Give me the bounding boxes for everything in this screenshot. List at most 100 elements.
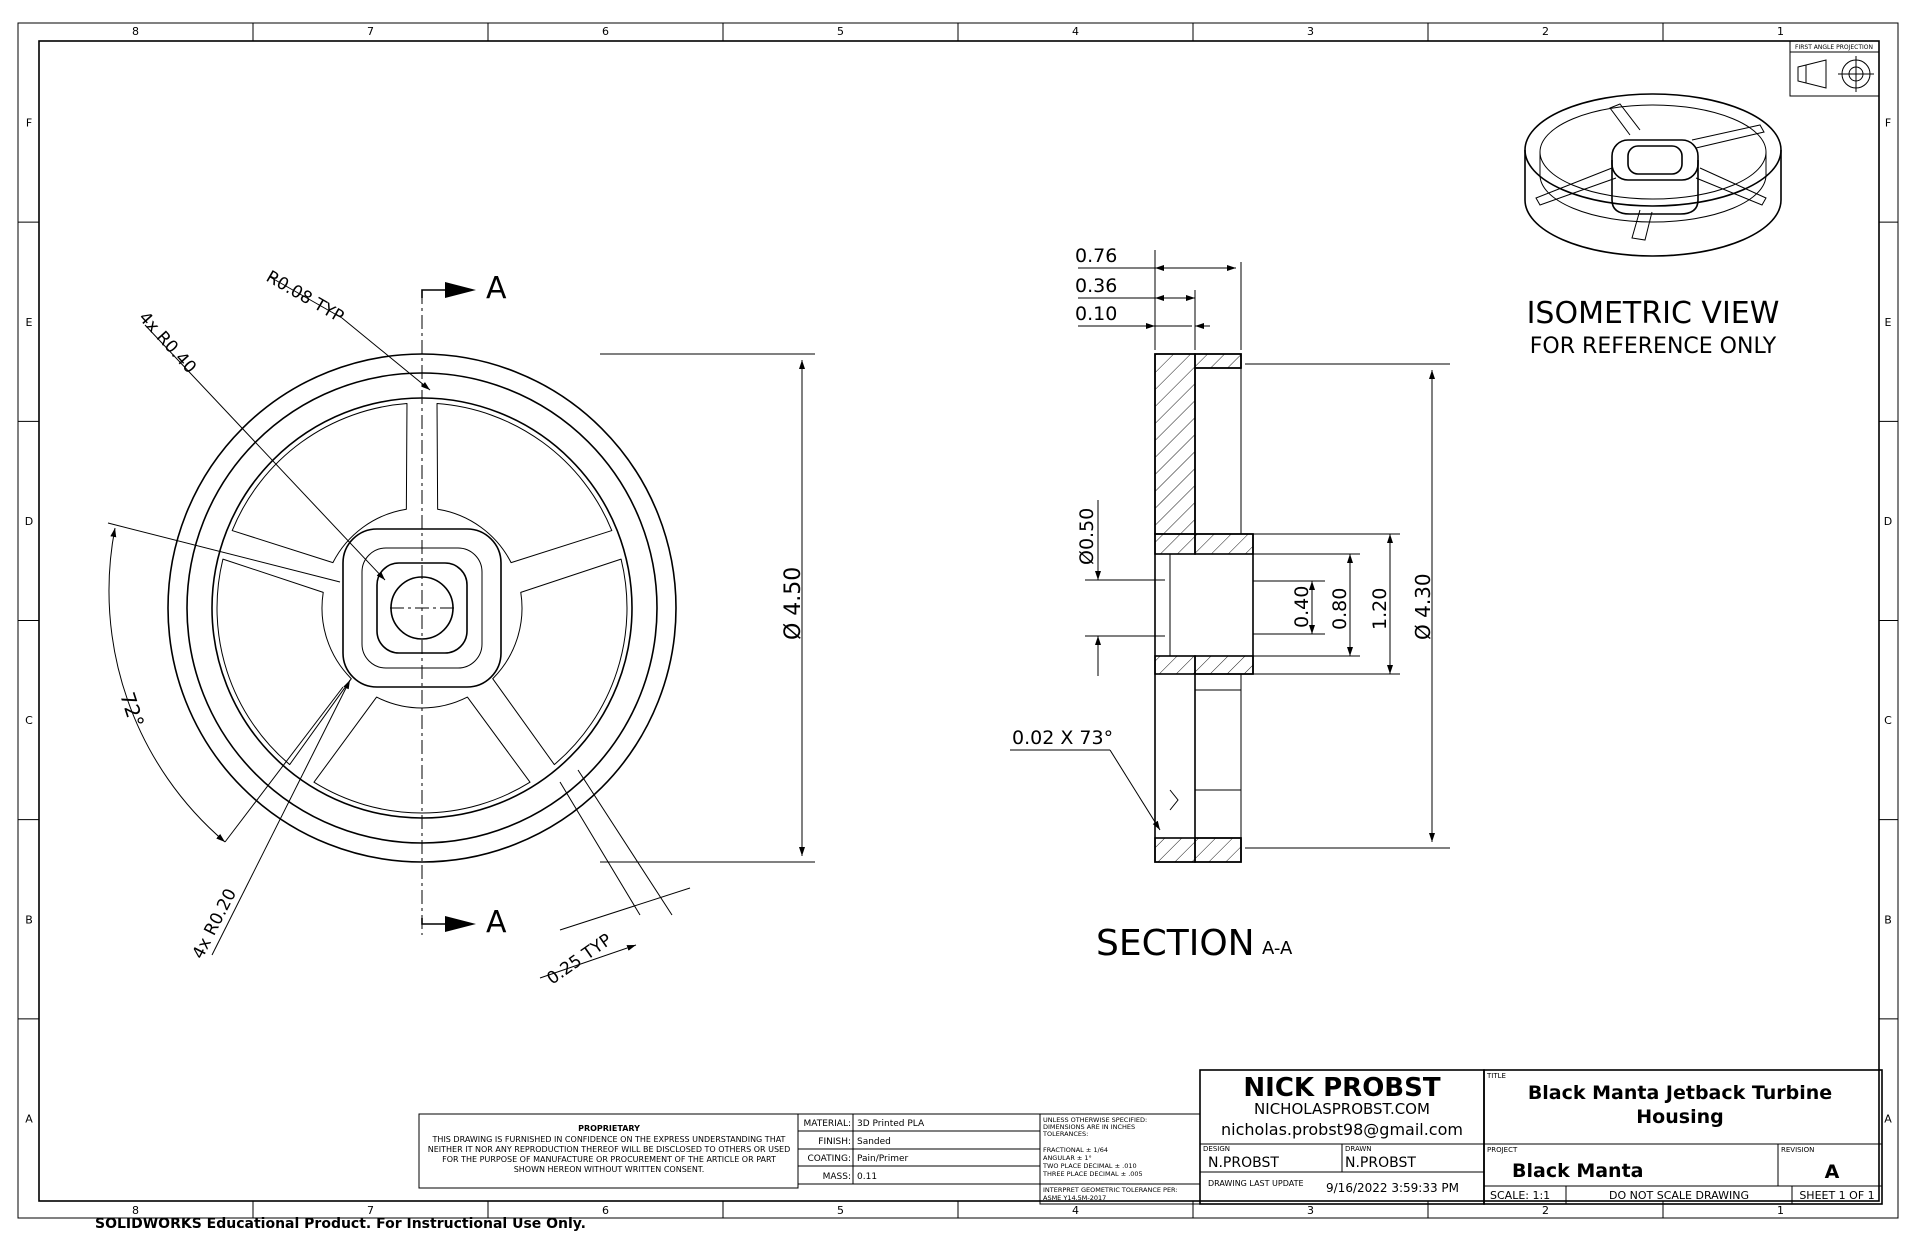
section-title: SECTION (1096, 923, 1255, 964)
zone-col-label: 6 (602, 1204, 609, 1217)
dim-080: 0.80 (1329, 588, 1351, 630)
svg-text:TWO PLACE DECIMAL ± .010: TWO PLACE DECIMAL ± .010 (1042, 1162, 1137, 1170)
svg-text:INTERPRET GEOMETRIC TOLERANCE: INTERPRET GEOMETRIC TOLERANCE PER: (1043, 1186, 1178, 1194)
svg-text:THREE PLACE DECIMAL ± .005: THREE PLACE DECIMAL ± .005 (1042, 1170, 1143, 1178)
spoke-window (492, 558, 628, 766)
dim-chamfer: 0.02 X 73° (1012, 727, 1113, 749)
front-view: A A Ø 4.50 R0.08 TYP 4x R0.40 72° 4x R0.… (107, 267, 815, 989)
company-website: NICHOLASPROBST.COM (1254, 1100, 1430, 1118)
dim-spoke-radius: 4x R0.20 (189, 886, 241, 963)
spoke-window (231, 403, 408, 564)
svg-text:DRAWN: DRAWN (1345, 1145, 1372, 1153)
dim-120: 1.20 (1369, 588, 1391, 630)
dim-036: 0.36 (1075, 275, 1117, 297)
svg-text:THIS DRAWING IS FURNISHED IN C: THIS DRAWING IS FURNISHED IN CONFIDENCE … (432, 1135, 786, 1144)
drawing-title-1: Black Manta Jetback Turbine (1528, 1082, 1832, 1104)
scale-value: SCALE: 1:1 (1490, 1189, 1550, 1202)
zone-row-label: C (1884, 714, 1892, 727)
section-rim-top (1154, 353, 1196, 535)
section-view: 0.76 0.36 0.10 Ø0.50 0.40 0.80 1.20 Ø 4.… (1010, 245, 1450, 964)
zone-col-label: 7 (367, 25, 374, 38)
zone-row-label: D (25, 515, 33, 528)
svg-text:FRACTIONAL ± 1/64: FRACTIONAL ± 1/64 (1043, 1146, 1108, 1154)
section-rim-bottom (1154, 837, 1196, 863)
project-value: Black Manta (1512, 1160, 1644, 1182)
company-email: nicholas.probst98@gmail.com (1221, 1120, 1463, 1139)
svg-text:MASS:: MASS: (823, 1172, 851, 1182)
svg-text:TOLERANCES:: TOLERANCES: (1042, 1130, 1088, 1138)
zone-col-label: 1 (1777, 25, 1784, 38)
spoke-window (216, 558, 352, 766)
dim-spoke-angle: 72° (115, 689, 149, 730)
title-block: PROPRIETARY THIS DRAWING IS FURNISHED IN… (418, 1069, 1883, 1205)
svg-text:COATING:: COATING: (807, 1154, 851, 1164)
company-name: NICK PROBST (1243, 1073, 1440, 1103)
dim-dia050: Ø0.50 (1076, 508, 1098, 565)
zone-col-label: 3 (1307, 25, 1314, 38)
dim-hub-radius: 4x R0.40 (134, 308, 200, 378)
zone-col-label: 7 (367, 1204, 374, 1217)
svg-text:TITLE: TITLE (1486, 1072, 1506, 1080)
zone-col-label: 2 (1542, 1204, 1549, 1217)
section-marker-top: A (486, 271, 507, 306)
zone-col-label: 4 (1072, 1204, 1079, 1217)
zone-row-label: B (1884, 913, 1892, 926)
svg-text:DRAWING LAST UPDATE: DRAWING LAST UPDATE (1208, 1179, 1304, 1188)
svg-text:ASME Y14.5M-2017: ASME Y14.5M-2017 (1043, 1194, 1106, 1202)
dim-010: 0.10 (1075, 303, 1117, 325)
zone-row-label: B (25, 913, 33, 926)
mass-value: 0.11 (857, 1172, 877, 1182)
svg-text:MATERIAL:: MATERIAL: (803, 1119, 851, 1129)
zone-row-label: E (26, 316, 33, 329)
svg-text:FINISH:: FINISH: (818, 1137, 851, 1147)
dim-outer-dia: Ø 4.50 (781, 567, 806, 640)
svg-text:ANGULAR ± 1°: ANGULAR ± 1° (1043, 1154, 1092, 1162)
projection-label: FIRST ANGLE PROJECTION (1795, 44, 1873, 51)
zone-row-label: E (1885, 316, 1892, 329)
design-value: N.PROBST (1208, 1155, 1279, 1171)
drawing-title-2: Housing (1636, 1106, 1723, 1128)
zone-row-label: A (1884, 1112, 1892, 1125)
zone-col-label: 4 (1072, 25, 1079, 38)
dim-076: 0.76 (1075, 245, 1117, 267)
iso-title: ISOMETRIC VIEW (1527, 296, 1780, 331)
zone-col-label: 2 (1542, 25, 1549, 38)
section-subtitle: A-A (1262, 938, 1293, 959)
proprietary-heading: PROPRIETARY (578, 1124, 640, 1133)
zone-col-label: 3 (1307, 1204, 1314, 1217)
svg-text:NEITHER IT NOR ANY REPRODUCTIO: NEITHER IT NOR ANY REPRODUCTION THEREOF … (428, 1145, 791, 1154)
zone-row-label: F (26, 117, 32, 130)
zone-row-label: A (25, 1112, 33, 1125)
dim-dia430: Ø 4.30 (1411, 573, 1435, 640)
zone-row-label: D (1884, 515, 1892, 528)
svg-text:REVISION: REVISION (1781, 1146, 1814, 1154)
do-not-scale: DO NOT SCALE DRAWING (1609, 1189, 1749, 1202)
svg-text:DESIGN: DESIGN (1203, 1145, 1230, 1153)
section-marker-bottom: A (486, 905, 507, 940)
zone-col-label: 5 (837, 25, 844, 38)
material-value: 3D Printed PLA (857, 1119, 925, 1129)
coating-value: Pain/Primer (857, 1154, 909, 1164)
iso-subtitle: FOR REFERENCE ONLY (1530, 334, 1777, 359)
drawn-value: N.PROBST (1345, 1155, 1416, 1171)
revision-value: A (1825, 1161, 1840, 1183)
last-update-value: 9/16/2022 3:59:33 PM (1326, 1181, 1459, 1195)
svg-text:FOR THE PURPOSE OF MANUFACTURE: FOR THE PURPOSE OF MANUFACTURE OR PROCUR… (442, 1155, 776, 1164)
sheet-value: SHEET 1 OF 1 (1799, 1189, 1874, 1202)
svg-text:DIMENSIONS ARE IN INCHES: DIMENSIONS ARE IN INCHES (1043, 1123, 1135, 1131)
dim-040: 0.40 (1291, 586, 1313, 628)
isometric-view: ISOMETRIC VIEW FOR REFERENCE ONLY (1524, 93, 1782, 359)
finish-value: Sanded (857, 1137, 891, 1147)
zone-row-label: F (1885, 117, 1891, 130)
projection-symbol: FIRST ANGLE PROJECTION (1789, 40, 1880, 97)
dim-fillet-typ: R0.08 TYP (263, 267, 348, 327)
zone-row-label: C (25, 714, 33, 727)
zone-col-label: 5 (837, 1204, 844, 1217)
svg-text:UNLESS OTHERWISE SPECIFIED:: UNLESS OTHERWISE SPECIFIED: (1043, 1116, 1147, 1124)
svg-text:PROJECT: PROJECT (1487, 1146, 1518, 1154)
zone-col-label: 6 (602, 25, 609, 38)
spoke-window (436, 403, 613, 564)
zone-col-label: 8 (132, 25, 139, 38)
